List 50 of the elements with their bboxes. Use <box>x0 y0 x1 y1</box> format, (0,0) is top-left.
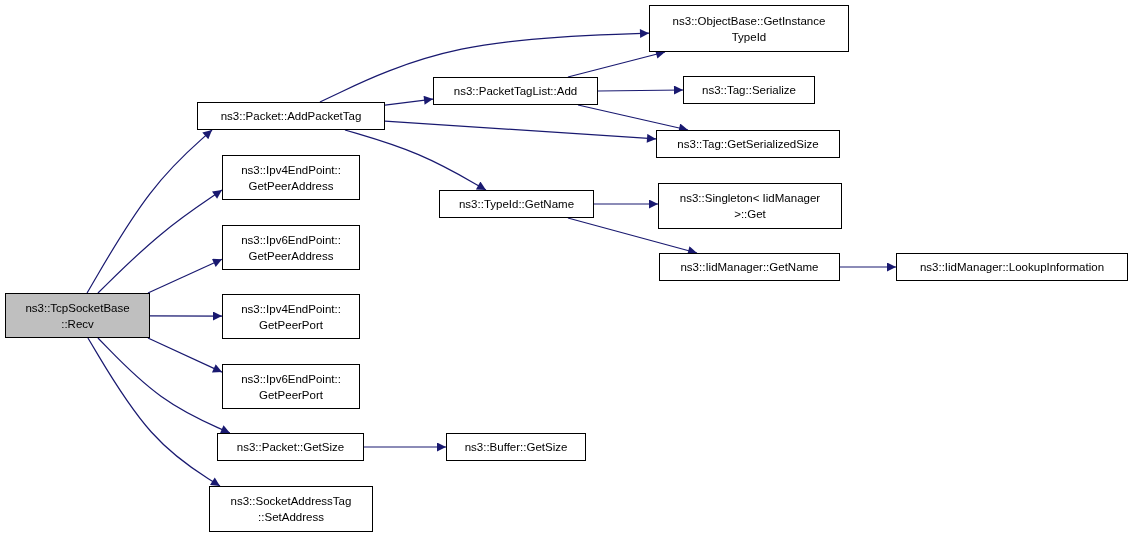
function-name: ns3::Packet::GetSize <box>236 440 345 455</box>
function-name: ns3::Ipv6EndPoint:: GetPeerPort <box>240 371 342 403</box>
arrow <box>384 120 657 143</box>
function-box <box>896 253 1128 281</box>
arrow <box>593 199 659 209</box>
function-box <box>649 5 849 52</box>
arrow <box>567 217 698 255</box>
arrow <box>149 311 223 321</box>
function-box <box>222 225 360 270</box>
arrow <box>97 189 223 294</box>
arrow <box>597 85 684 95</box>
function-name: ns3::Buffer::GetSize <box>464 440 568 455</box>
arrow <box>147 337 223 373</box>
function-name: ns3::IidManager::GetName <box>680 260 819 275</box>
function-box <box>209 486 373 532</box>
function-box <box>658 183 842 229</box>
arrow <box>97 337 231 434</box>
function-name: ns3::PacketTagList::Add <box>453 84 578 99</box>
function-name: ns3::Tag::GetSerializedSize <box>677 137 819 152</box>
function-box <box>217 433 364 461</box>
function-box <box>433 77 598 105</box>
arrow <box>363 442 447 452</box>
function-box <box>683 76 815 104</box>
function-name: ns3::TypeId::GetName <box>458 197 575 212</box>
function-box <box>197 102 385 130</box>
arrow <box>319 29 650 103</box>
function-name: ns3::Ipv4EndPoint:: GetPeerAddress <box>240 162 342 194</box>
function-name: ns3::Ipv4EndPoint:: GetPeerPort <box>240 301 342 333</box>
function-box <box>439 190 594 218</box>
function-box <box>659 253 840 281</box>
function-name: ns3::ObjectBase::GetInstance TypeId <box>671 13 827 45</box>
function-name: ns3::Ipv6EndPoint:: GetPeerAddress <box>240 232 342 264</box>
function-name: ns3::Tag::Serialize <box>702 83 796 98</box>
function-box <box>656 130 840 158</box>
arrow <box>147 258 223 294</box>
function-name: ns3::Packet::AddPacketTag <box>220 109 362 124</box>
function-box <box>222 364 360 409</box>
function-box <box>222 155 360 200</box>
arrow <box>839 262 897 272</box>
function-name: ns3::TcpSocketBase ::Recv <box>24 300 131 332</box>
arrow <box>87 337 221 487</box>
function-name: ns3::SocketAddressTag ::SetAddress <box>229 494 353 525</box>
arrow <box>344 129 487 191</box>
function-name: ns3::IidManager::LookupInformation <box>919 260 1105 275</box>
selected-function-box <box>5 293 150 338</box>
function-box <box>222 294 360 339</box>
function-name: ns3::Singleton< IidManager >::Get <box>678 191 822 222</box>
arrow <box>86 129 213 294</box>
function-box <box>446 433 586 461</box>
arrow <box>384 95 434 106</box>
